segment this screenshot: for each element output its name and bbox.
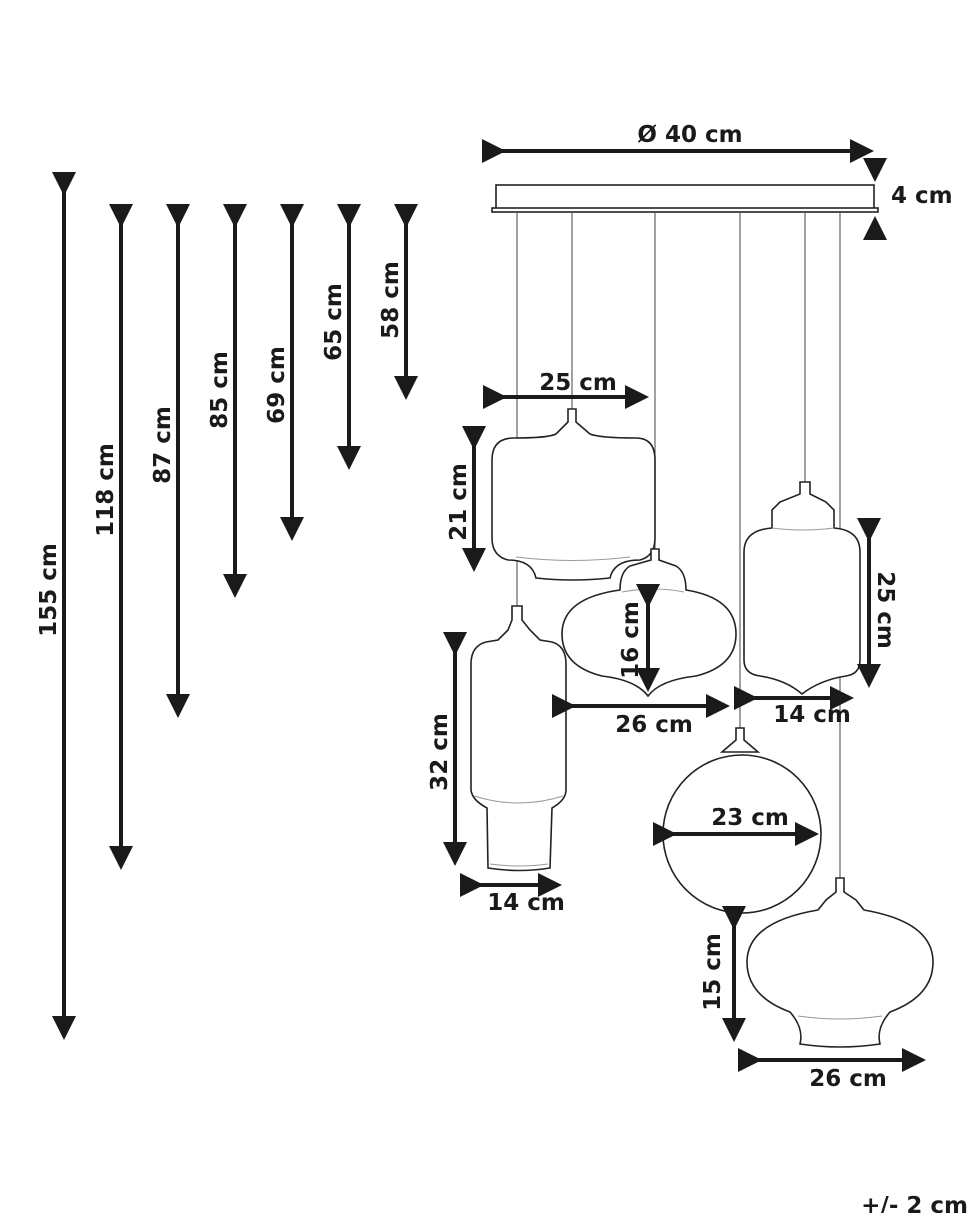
height-label-69: 69 cm: [264, 346, 290, 424]
oval-shade-width-label: 26 cm: [615, 712, 693, 738]
canopy-diameter-label: Ø 40 cm: [637, 122, 742, 148]
height-label-87: 87 cm: [150, 406, 176, 484]
height-label-58: 58 cm: [378, 261, 404, 339]
jar-shade-height-label: 25 cm: [872, 571, 898, 649]
wide-shade-height-label: 21 cm: [446, 463, 472, 541]
height-arrow-65: 65 cm: [321, 204, 361, 470]
jar-shade-width-dimension: 14 cm: [734, 686, 854, 728]
canopy-height-label: 4 cm: [891, 183, 953, 209]
jar-shade-width-label: 14 cm: [773, 702, 851, 728]
height-arrow-58: 58 cm: [378, 204, 418, 400]
oval-shade-height-label: 16 cm: [618, 601, 644, 679]
oval-shade-width-dimension: 26 cm: [552, 694, 730, 738]
height-arrow-155: 155 cm: [36, 172, 76, 1040]
bottle-shade-height-label: 32 cm: [427, 713, 453, 791]
wide-shade: [491, 408, 656, 581]
jar-shade-height-dimension: 25 cm: [857, 518, 898, 688]
tolerance-note: +/- 2 cm: [861, 1193, 968, 1213]
height-label-118: 118 cm: [93, 443, 119, 537]
height-arrow-87: 87 cm: [150, 204, 190, 718]
bottle-shade: [470, 605, 567, 872]
round-shade-height-dimension: 15 cm: [700, 906, 746, 1042]
height-arrow-118: 118 cm: [93, 204, 133, 870]
canopy: [491, 184, 879, 213]
round-shade-width-label: 26 cm: [809, 1066, 887, 1092]
round-shade: [746, 877, 934, 1048]
height-label-155: 155 cm: [36, 543, 62, 637]
round-shade-height-label: 15 cm: [700, 933, 726, 1011]
height-arrow-69: 69 cm: [264, 204, 304, 541]
bottle-shade-width-label: 14 cm: [487, 890, 565, 916]
globe-shade-width-dimension: 23 cm: [653, 805, 819, 846]
wide-shade-width-label: 25 cm: [539, 370, 617, 396]
wide-shade-width-dimension: 25 cm: [483, 370, 649, 409]
oval-shade-height-dimension: 16 cm: [618, 584, 660, 692]
bottle-shade-width-dimension: 14 cm: [460, 873, 565, 916]
wide-shade-height-dimension: 21 cm: [446, 426, 486, 572]
canopy-diameter-dimension: Ø 40 cm: [482, 122, 874, 163]
jar-shade: [743, 481, 861, 696]
bottle-shade-height-dimension: 32 cm: [427, 632, 467, 866]
canopy-height-dimension: 4 cm: [863, 158, 953, 240]
round-shade-width-dimension: 26 cm: [738, 1048, 926, 1092]
height-label-65: 65 cm: [321, 283, 347, 361]
height-label-85: 85 cm: [207, 351, 233, 429]
height-arrow-85: 85 cm: [207, 204, 247, 598]
globe-shade-width-label: 23 cm: [711, 805, 789, 831]
